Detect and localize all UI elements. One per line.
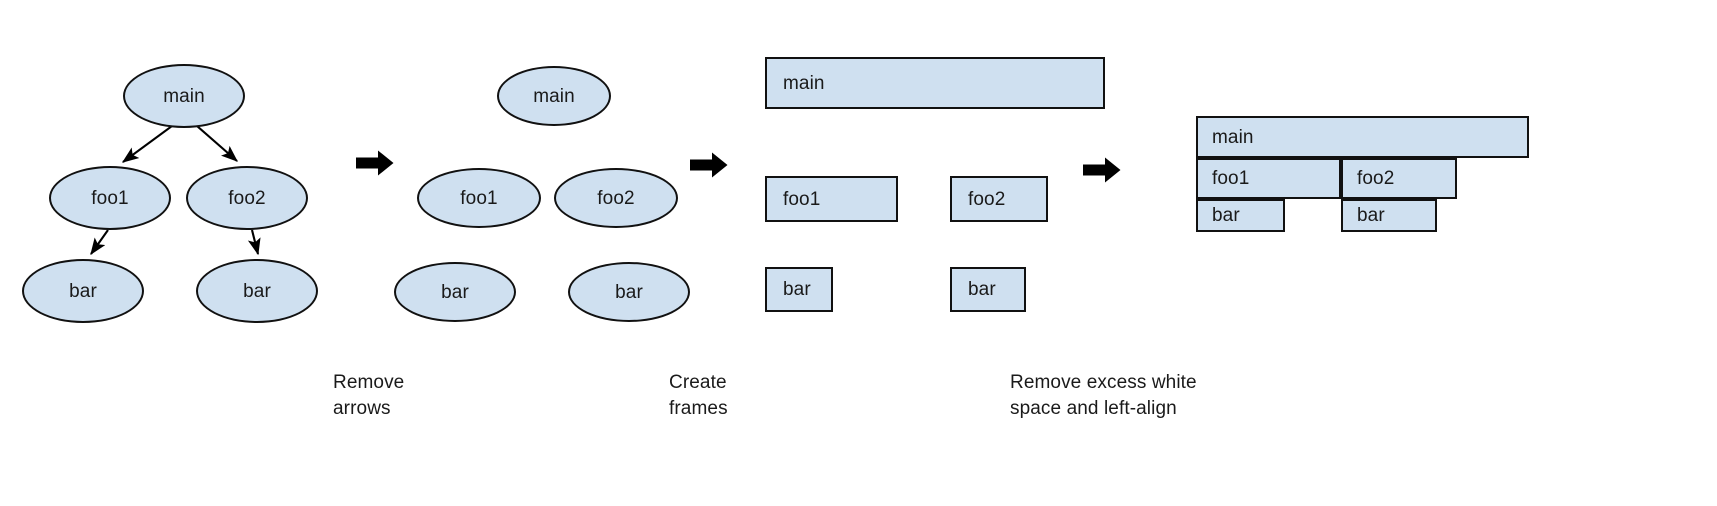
flame-node-bar2-label: bar (1357, 205, 1385, 226)
noarrow-node-bar1[interactable]: bar (394, 262, 516, 322)
flame-node-main-label: main (1212, 126, 1254, 148)
noarrow-node-bar2[interactable]: bar (568, 262, 690, 322)
flame-node-foo1[interactable]: foo1 (1196, 158, 1341, 199)
block-arrow-icon (356, 150, 394, 176)
frame-node-foo1[interactable]: foo1 (765, 176, 898, 222)
tree-node-foo1[interactable]: foo1 (49, 166, 171, 230)
step-caption-remove-arrows: Remove arrows (333, 372, 405, 419)
frame-node-bar1[interactable]: bar (765, 267, 833, 312)
flame-node-main[interactable]: main (1196, 116, 1529, 158)
flame-node-foo2-label: foo2 (1357, 168, 1395, 189)
flame-node-foo2[interactable]: foo2 (1341, 158, 1457, 199)
frame-node-bar2-label: bar (968, 279, 996, 300)
flame-node-bar2[interactable]: bar (1341, 199, 1437, 232)
flame-node-bar1-label: bar (1212, 205, 1240, 226)
noarrow-node-bar1-label: bar (441, 281, 469, 303)
step-arrow-remove-arrows (356, 150, 394, 176)
tree-node-main-label: main (163, 85, 205, 107)
frame-node-main-label: main (783, 72, 825, 94)
tree-node-bar1-label: bar (69, 280, 97, 302)
frame-node-foo2[interactable]: foo2 (950, 176, 1048, 222)
noarrow-node-foo2-label: foo2 (597, 187, 635, 209)
tree-node-bar2[interactable]: bar (196, 259, 318, 323)
frame-node-bar2[interactable]: bar (950, 267, 1026, 312)
tree-node-bar1[interactable]: bar (22, 259, 144, 323)
step-caption-remove-whitespace: Remove excess white space and left-align (1010, 372, 1197, 419)
flame-node-foo1-label: foo1 (1212, 168, 1250, 189)
tree-node-foo1-label: foo1 (91, 187, 129, 209)
frame-node-foo2-label: foo2 (968, 188, 1006, 210)
tree-node-main[interactable]: main (123, 64, 245, 128)
noarrow-node-bar2-label: bar (615, 281, 643, 303)
tree-node-bar2-label: bar (243, 280, 271, 302)
noarrow-node-foo1-label: foo1 (460, 187, 498, 209)
frame-node-bar1-label: bar (783, 279, 811, 300)
frame-node-foo1-label: foo1 (783, 188, 821, 210)
step-arrow-create-frames (690, 152, 728, 178)
flame-node-bar1[interactable]: bar (1196, 199, 1285, 232)
step-caption-create-frames: Create frames (669, 372, 728, 419)
edge-foo1-bar1 (90, 229, 109, 256)
noarrow-node-main[interactable]: main (497, 66, 611, 126)
tree-node-foo2-label: foo2 (228, 187, 266, 209)
edge-foo2-bar2 (247, 229, 261, 256)
step-arrow-remove-whitespace (1083, 157, 1121, 183)
noarrow-node-main-label: main (533, 85, 575, 107)
block-arrow-icon (1083, 157, 1121, 183)
tree-node-foo2[interactable]: foo2 (186, 166, 308, 230)
noarrow-node-foo1[interactable]: foo1 (417, 168, 541, 228)
block-arrow-icon (690, 152, 728, 178)
edge-main-foo2 (196, 125, 238, 162)
edge-main-foo1 (121, 125, 173, 163)
frame-node-main[interactable]: main (765, 57, 1105, 109)
noarrow-node-foo2[interactable]: foo2 (554, 168, 678, 228)
